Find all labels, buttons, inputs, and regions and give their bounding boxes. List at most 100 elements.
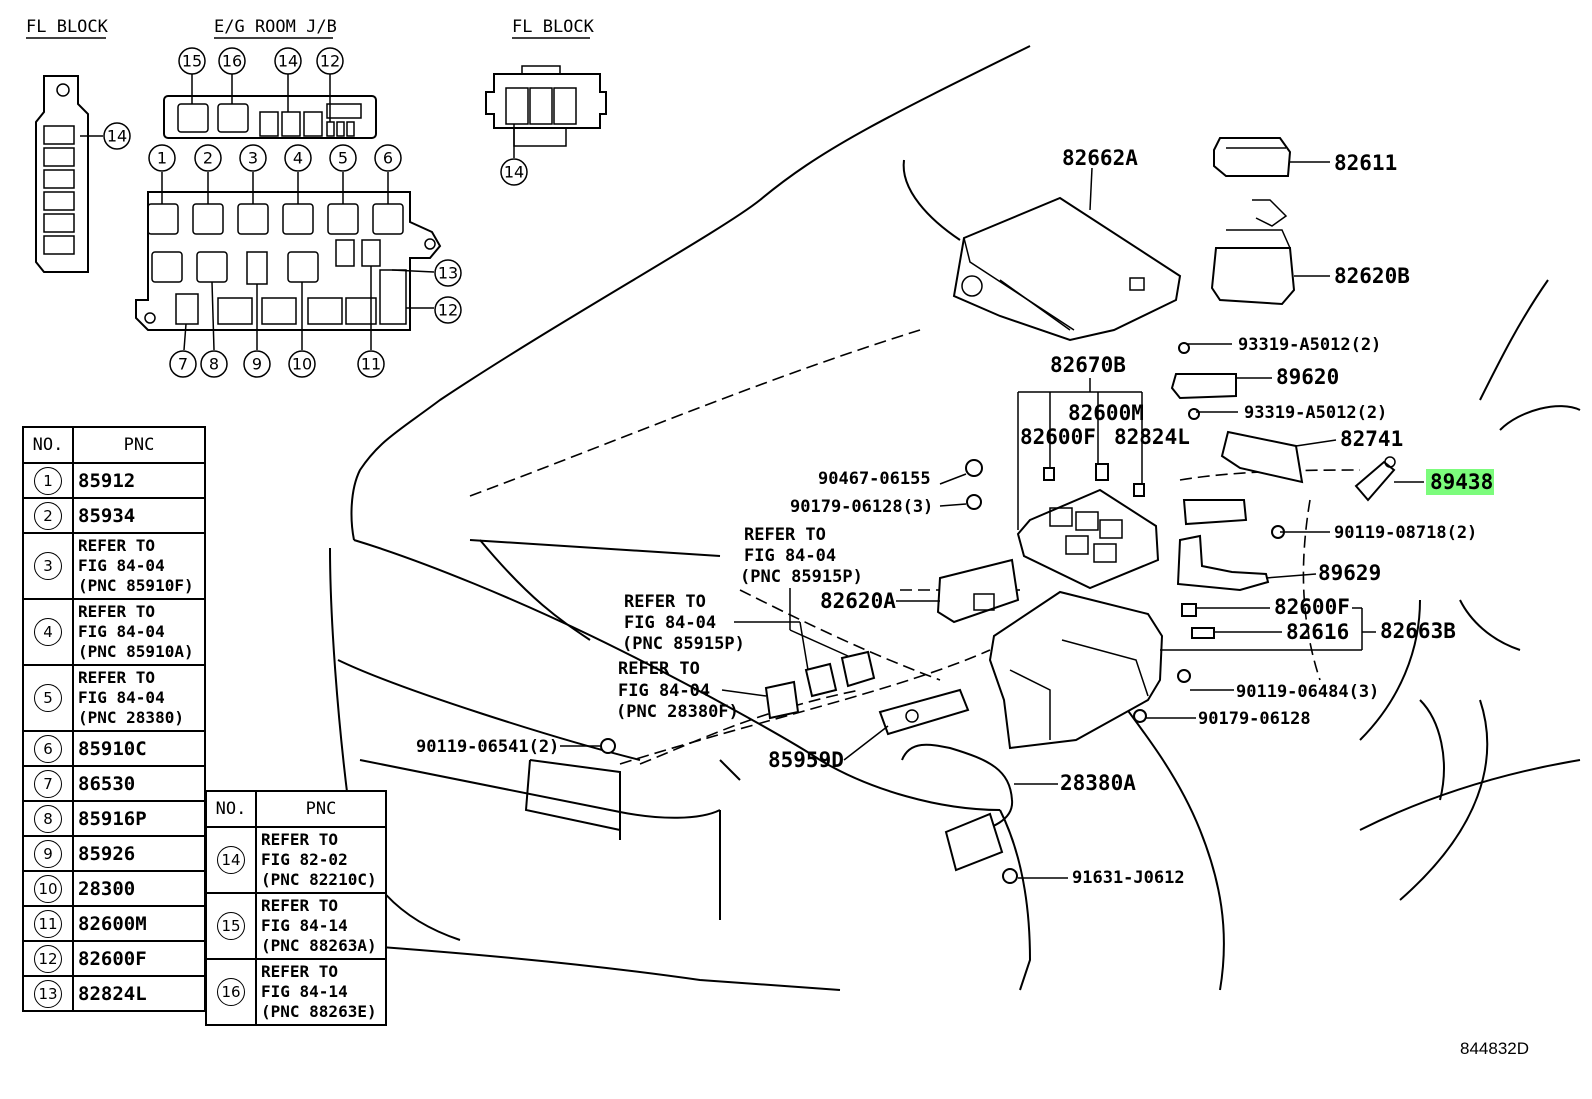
part-90179-3[interactable]: 90179-06128(3) xyxy=(790,497,933,517)
fasteners xyxy=(600,342,1285,884)
part-90467[interactable]: 90467-06155 xyxy=(818,469,931,489)
callout-9: 9 xyxy=(243,350,271,378)
row-number-circle: 11 xyxy=(34,909,62,938)
svg-text:REFER TO: REFER TO xyxy=(744,525,826,545)
row-number-circle: 6 xyxy=(34,734,62,763)
table-row: 11 82600M xyxy=(22,905,206,942)
row-number: 13 xyxy=(22,975,74,1012)
table-header-row: NO. PNC xyxy=(205,790,387,828)
part-82662A[interactable]: 82662A xyxy=(1062,146,1138,170)
part-85959D[interactable]: 85959D xyxy=(768,748,844,772)
callout-3: 3 xyxy=(239,144,267,172)
row-number: 14 xyxy=(205,826,257,894)
part-89629[interactable]: 89629 xyxy=(1318,561,1381,585)
row-number: 15 xyxy=(205,892,257,960)
row-pnc[interactable]: REFER TO FIG 84-04 (PNC 85910A) xyxy=(72,598,206,666)
fl-block-left-title: FL BLOCK xyxy=(26,17,109,37)
callout-13: 13 xyxy=(434,259,462,287)
eg-room-label: E/G ROOM J/B xyxy=(214,17,337,39)
row-number: 8 xyxy=(22,800,74,837)
row-number-circle: 12 xyxy=(34,944,62,973)
pnc-table-secondary: NO. PNC 14 REFER TO FIG 82-02 (PNC 82210C… xyxy=(205,790,387,1026)
row-number-circle: 14 xyxy=(217,846,245,874)
highlight-89438 xyxy=(1426,469,1494,495)
callouts: 14 15 16 14 12 1 2 3 4 5 6 13 12 7 8 9 1… xyxy=(103,47,528,378)
row-number-circle: 1 xyxy=(34,466,62,495)
part-82670B[interactable]: 82670B xyxy=(1050,353,1126,377)
row-pnc[interactable]: REFER TO FIG 84-04 (PNC 85910F) xyxy=(72,532,206,600)
refer-note-2: REFER TO FIG 84-04 (PNC 85915P) xyxy=(622,592,745,654)
svg-text:13: 13 xyxy=(438,264,458,283)
row-pnc[interactable]: 85926 xyxy=(72,835,206,872)
table-row: 1 85912 xyxy=(22,462,206,499)
row-number: 4 xyxy=(22,598,74,666)
part-90179-06128[interactable]: 90179-06128 xyxy=(1198,709,1311,729)
callout-1: 1 xyxy=(148,144,176,172)
callout-5: 5 xyxy=(329,144,357,172)
svg-text:11: 11 xyxy=(361,355,381,374)
row-pnc[interactable]: 86530 xyxy=(72,765,206,802)
header-pnc: PNC xyxy=(255,790,387,828)
svg-text:9: 9 xyxy=(252,355,262,374)
figure-code: 844832D xyxy=(1460,1039,1529,1058)
row-pnc[interactable]: 82600F xyxy=(72,940,206,977)
row-number-circle: 2 xyxy=(34,501,62,530)
svg-text:6: 6 xyxy=(383,149,393,168)
row-pnc[interactable]: REFER TO FIG 82-02 (PNC 82210C) xyxy=(255,826,387,894)
row-pnc[interactable]: REFER TO FIG 84-14 (PNC 88263E) xyxy=(255,958,387,1026)
bracket-89629 xyxy=(1176,534,1270,592)
part-90119-08718[interactable]: 90119-08718(2) xyxy=(1334,523,1477,543)
part-89438[interactable]: 89438 xyxy=(1430,470,1493,494)
svg-text:10: 10 xyxy=(292,355,312,374)
part-labels: 82662A 82611 82620B 93319-A5012(2) 89620… xyxy=(416,146,1493,888)
part-90119-06541[interactable]: 90119-06541(2) xyxy=(416,737,559,757)
row-pnc[interactable]: 85912 xyxy=(72,462,206,499)
part-82663B[interactable]: 82663B xyxy=(1380,619,1456,643)
table-row: 12 82600F xyxy=(22,940,206,977)
part-93319-a[interactable]: 93319-A5012(2) xyxy=(1238,335,1381,355)
row-pnc[interactable]: REFER TO FIG 84-14 (PNC 88263A) xyxy=(255,892,387,960)
row-pnc[interactable]: 85934 xyxy=(72,497,206,534)
part-93319-b[interactable]: 93319-A5012(2) xyxy=(1244,403,1387,423)
part-82741[interactable]: 82741 xyxy=(1340,427,1403,451)
fl-block-right-title: FL BLOCK xyxy=(512,17,595,37)
row-pnc[interactable]: REFER TO FIG 84-04 (PNC 28380) xyxy=(72,664,206,732)
callout-6: 6 xyxy=(374,144,402,172)
row-pnc[interactable]: 28300 xyxy=(72,870,206,907)
svg-text:3: 3 xyxy=(248,149,258,168)
bracket-85959D xyxy=(878,688,970,736)
part-82616[interactable]: 82616 xyxy=(1286,620,1349,644)
table-header-row: NO. PNC xyxy=(22,426,206,464)
fl-block-right-label: FL BLOCK xyxy=(512,17,595,39)
part-82620A[interactable]: 82620A xyxy=(820,589,896,613)
fl-block-left-label: FL BLOCK xyxy=(26,17,109,39)
part-82600F-top[interactable]: 82600F xyxy=(1020,425,1096,449)
row-number-circle: 16 xyxy=(217,978,245,1006)
row-number: 12 xyxy=(22,940,74,977)
svg-text:FIG 84-04: FIG 84-04 xyxy=(624,613,716,633)
eg-room-top-strip xyxy=(163,74,377,139)
row-number-circle: 8 xyxy=(34,804,62,833)
part-82611[interactable]: 82611 xyxy=(1334,151,1397,175)
part-82600M[interactable]: 82600M xyxy=(1068,401,1144,425)
part-28380A[interactable]: 28380A xyxy=(1060,771,1136,795)
row-pnc[interactable]: 82824L xyxy=(72,975,206,1012)
part-82620B[interactable]: 82620B xyxy=(1334,264,1410,288)
refer-note-1: REFER TO FIG 84-04 (PNC 85915P) xyxy=(740,525,863,587)
row-pnc[interactable]: 82600M xyxy=(72,905,206,942)
svg-text:(PNC 85915P): (PNC 85915P) xyxy=(622,634,745,654)
row-number: 16 xyxy=(205,958,257,1026)
svg-text:4: 4 xyxy=(293,149,303,168)
callout-4: 4 xyxy=(284,144,312,172)
part-82824L[interactable]: 82824L xyxy=(1114,425,1190,449)
part-89620[interactable]: 89620 xyxy=(1276,365,1339,389)
part-82600F-bottom[interactable]: 82600F xyxy=(1274,595,1350,619)
part-90119-06484[interactable]: 90119-06484(3) xyxy=(1236,682,1379,702)
row-pnc[interactable]: 85916P xyxy=(72,800,206,837)
part-91631[interactable]: 91631-J0612 xyxy=(1072,868,1185,888)
row-pnc[interactable]: 85910C xyxy=(72,730,206,767)
